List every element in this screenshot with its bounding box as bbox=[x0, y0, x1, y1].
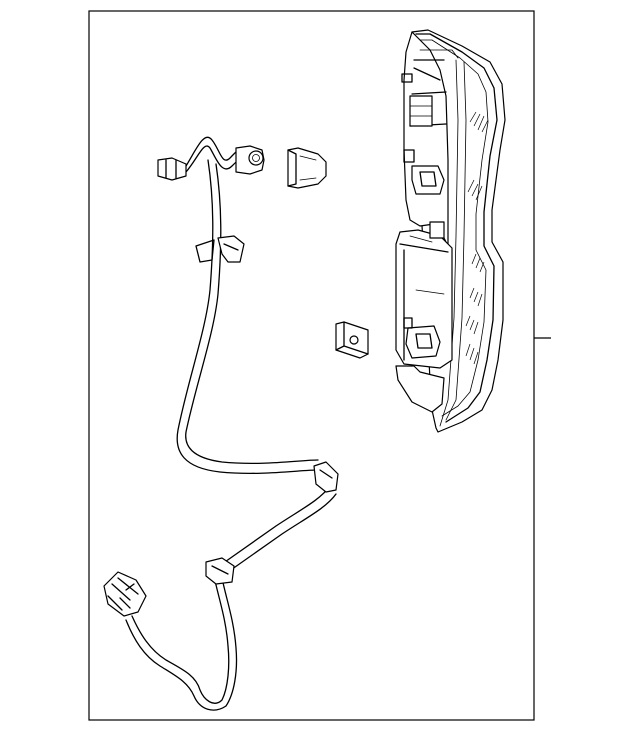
diagram-frame bbox=[88, 10, 535, 721]
bulb bbox=[287, 147, 327, 189]
lens-hatching bbox=[465, 111, 489, 365]
tail-lamp-assembly bbox=[395, 29, 506, 433]
wiring-harness bbox=[103, 136, 339, 711]
speed-nut bbox=[335, 321, 369, 359]
